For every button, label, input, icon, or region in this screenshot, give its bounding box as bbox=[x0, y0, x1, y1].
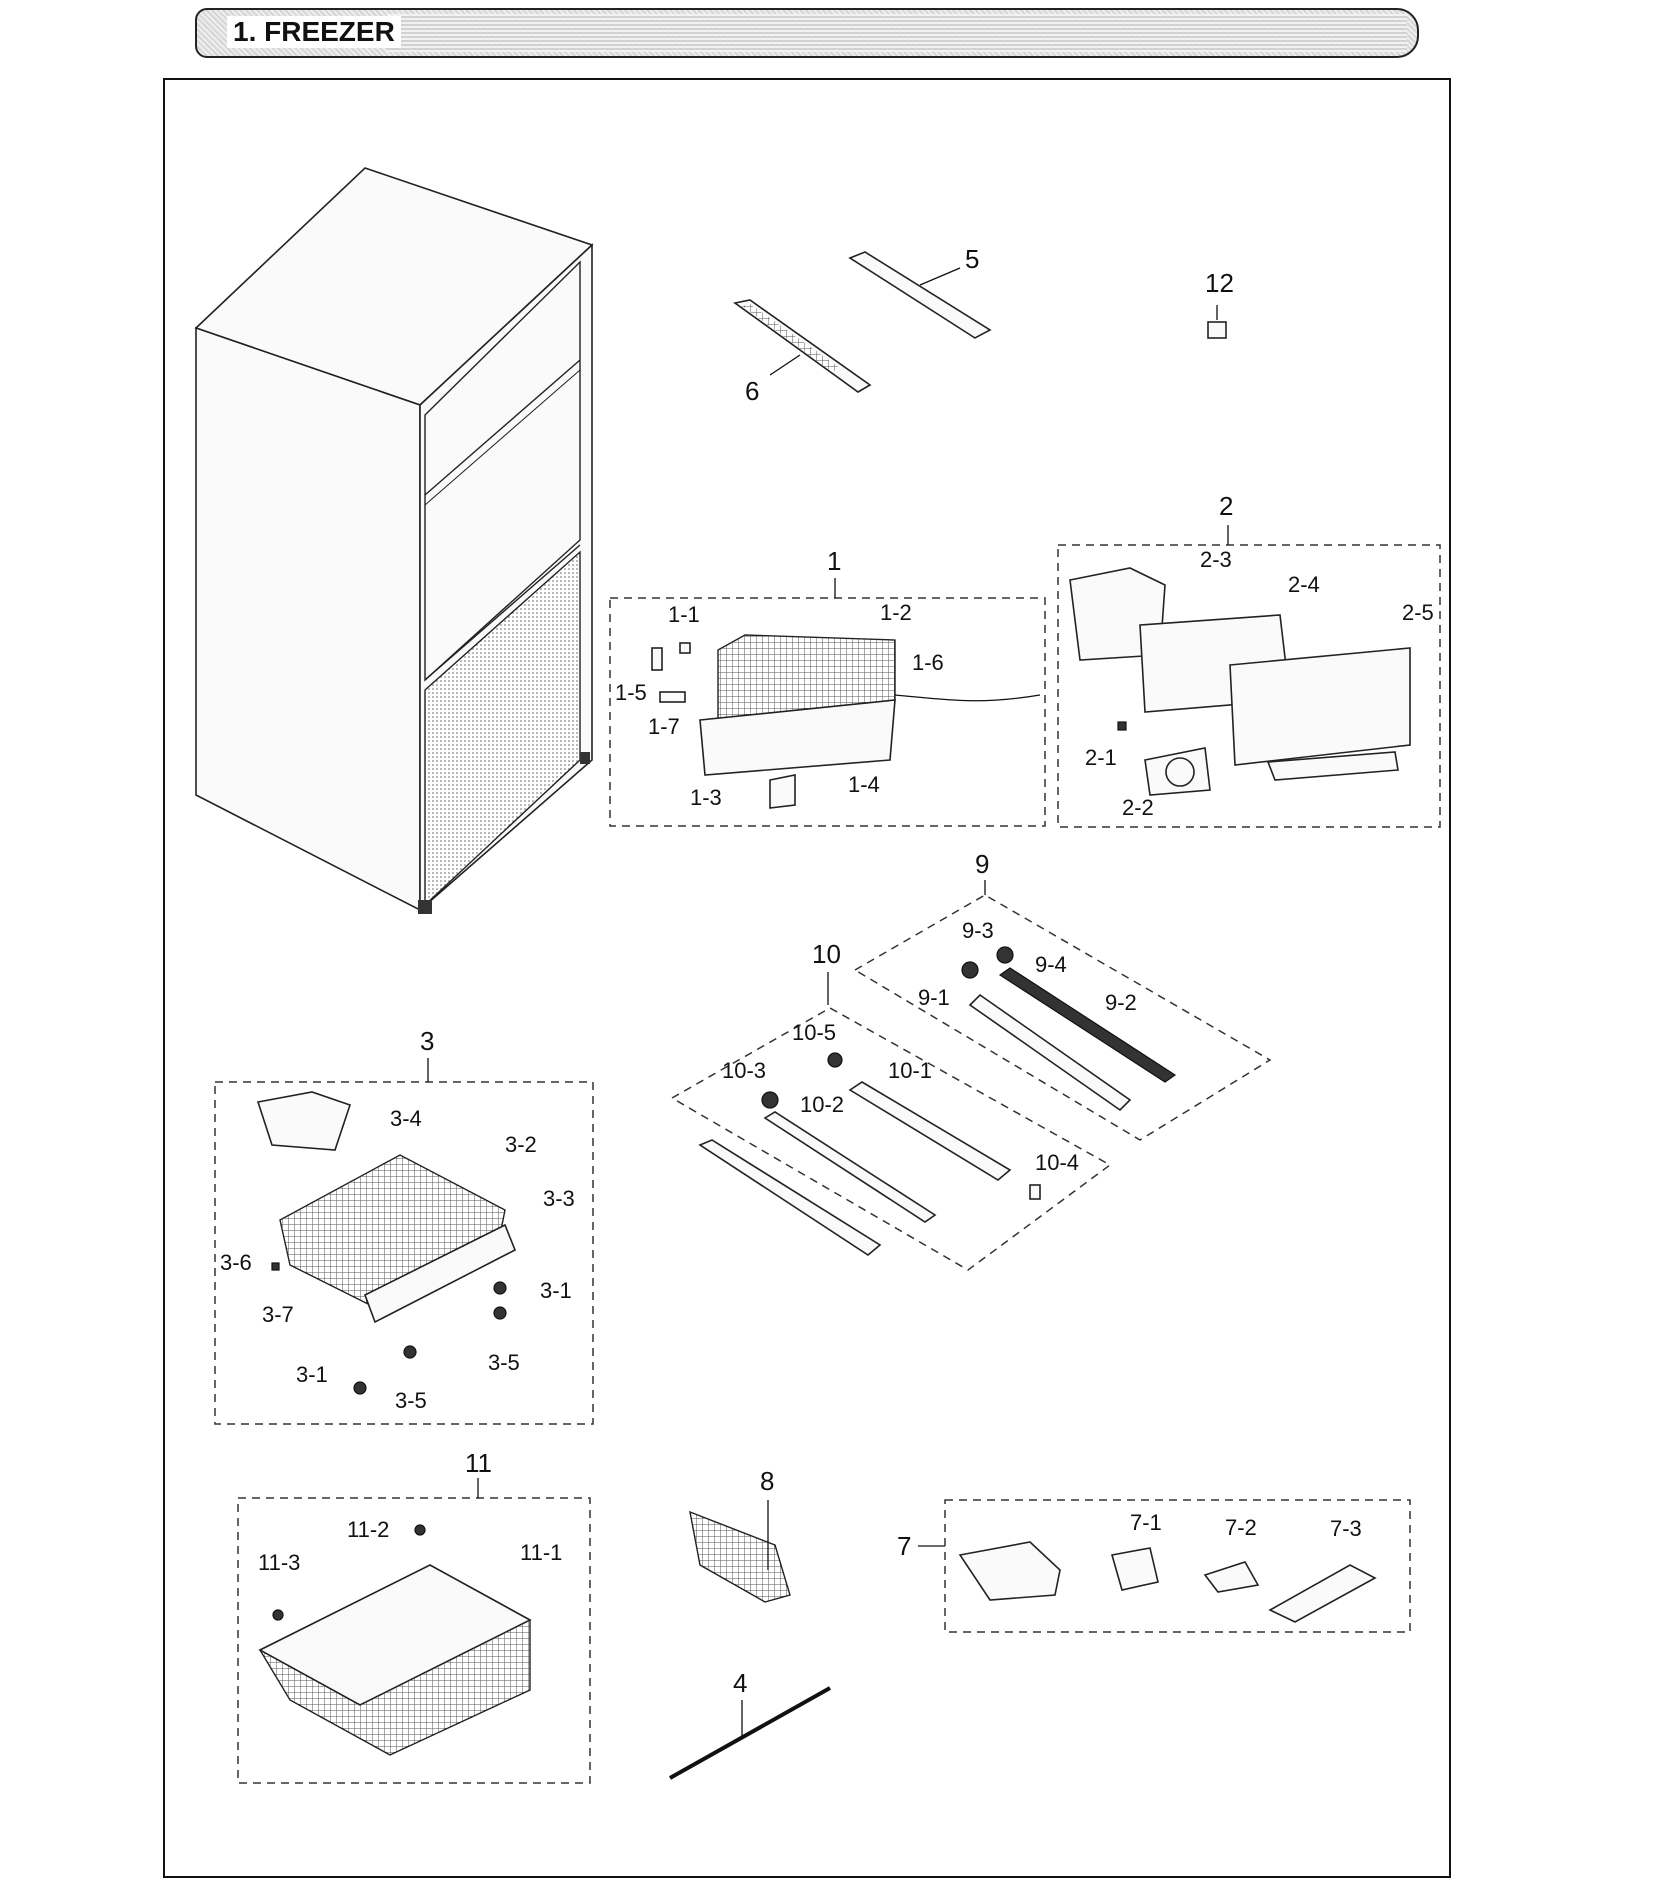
label-10-5: 10-5 bbox=[792, 1020, 836, 1045]
label-10-3: 10-3 bbox=[722, 1058, 766, 1083]
label-10: 10 bbox=[812, 939, 841, 969]
label-4: 4 bbox=[733, 1668, 747, 1698]
group-10-rail: 10 10-5 10-3 10-1 10-2 10-4 bbox=[670, 939, 1112, 1271]
label-9-1: 9-1 bbox=[918, 985, 950, 1010]
label-1-4: 1-4 bbox=[848, 772, 880, 797]
group-7-ice-maker: 7 7-1 7-2 7-3 bbox=[897, 1499, 1411, 1633]
group-1-evaporator: 1 1-1 1-2 1-3 1-4 1-5 1-6 1-7 bbox=[609, 546, 1046, 827]
label-1: 1 bbox=[827, 546, 841, 576]
label-3: 3 bbox=[420, 1026, 434, 1056]
label-11: 11 bbox=[465, 1448, 492, 1478]
label-10-4: 10-4 bbox=[1035, 1150, 1079, 1175]
diagram-frame bbox=[163, 78, 1451, 1878]
part-8-ice-bucket: 8 bbox=[689, 1466, 791, 1603]
label-2: 2 bbox=[1219, 491, 1233, 521]
label-5: 5 bbox=[965, 244, 979, 274]
section-title-bar: 1. FREEZER bbox=[195, 8, 1419, 58]
label-3-5-left: 3-5 bbox=[395, 1388, 427, 1413]
label-1-7: 1-7 bbox=[648, 714, 680, 739]
label-3-4: 3-4 bbox=[390, 1106, 422, 1131]
label-11-1: 11-1 bbox=[520, 1540, 562, 1565]
label-9-3: 9-3 bbox=[962, 918, 994, 943]
group-2-fan-cover: 2 2-1 2-2 2-3 2-4 2-5 bbox=[1057, 491, 1441, 828]
label-1-2: 1-2 bbox=[880, 600, 912, 625]
label-7-2: 7-2 bbox=[1225, 1515, 1257, 1540]
label-2-1: 2-1 bbox=[1085, 745, 1117, 770]
title-bar-shading bbox=[387, 14, 1407, 52]
label-7-3: 7-3 bbox=[1330, 1516, 1362, 1541]
cabinet bbox=[194, 167, 594, 914]
label-3-6: 3-6 bbox=[220, 1250, 252, 1275]
label-3-1-left: 3-1 bbox=[296, 1362, 328, 1387]
label-2-3: 2-3 bbox=[1200, 547, 1232, 572]
part-5-rail: 5 bbox=[848, 244, 992, 339]
label-9: 9 bbox=[975, 849, 989, 879]
label-11-3: 11-3 bbox=[258, 1550, 300, 1575]
label-3-2: 3-2 bbox=[505, 1132, 537, 1157]
part-6-rail: 6 bbox=[733, 299, 872, 406]
label-1-1: 1-1 bbox=[668, 602, 700, 627]
label-1-5: 1-5 bbox=[615, 680, 647, 705]
part-12: 12 bbox=[1205, 268, 1234, 339]
label-2-2: 2-2 bbox=[1122, 795, 1154, 820]
label-7: 7 bbox=[897, 1531, 911, 1561]
label-1-3: 1-3 bbox=[690, 785, 722, 810]
label-11-2: 11-2 bbox=[347, 1517, 389, 1542]
label-10-2: 10-2 bbox=[800, 1092, 844, 1117]
label-6: 6 bbox=[745, 376, 759, 406]
label-3-3: 3-3 bbox=[543, 1186, 575, 1211]
part-4-rod: 4 bbox=[669, 1668, 831, 1780]
label-9-4: 9-4 bbox=[1035, 952, 1067, 977]
label-2-5: 2-5 bbox=[1402, 600, 1434, 625]
label-8: 8 bbox=[760, 1466, 774, 1496]
label-2-4: 2-4 bbox=[1288, 572, 1320, 597]
label-3-7: 3-7 bbox=[262, 1302, 294, 1327]
label-1-6: 1-6 bbox=[912, 650, 944, 675]
label-3-1-right: 3-1 bbox=[540, 1278, 572, 1303]
section-title: 1. FREEZER bbox=[227, 16, 401, 48]
label-3-5-right: 3-5 bbox=[488, 1350, 520, 1375]
group-11-basket: 11 11-2 11-3 11-1 bbox=[237, 1448, 591, 1784]
label-12: 12 bbox=[1205, 268, 1234, 298]
group-3-drawer: 3 3-4 3-2 3-3 3-6 3-7 3-1 3-5 3-1 3-5 bbox=[214, 1026, 594, 1425]
label-10-1: 10-1 bbox=[888, 1058, 932, 1083]
label-7-1: 7-1 bbox=[1130, 1510, 1162, 1535]
group-9-rail: 9 9-3 9-4 9-1 9-2 bbox=[853, 849, 1272, 1141]
label-9-2: 9-2 bbox=[1105, 990, 1137, 1015]
